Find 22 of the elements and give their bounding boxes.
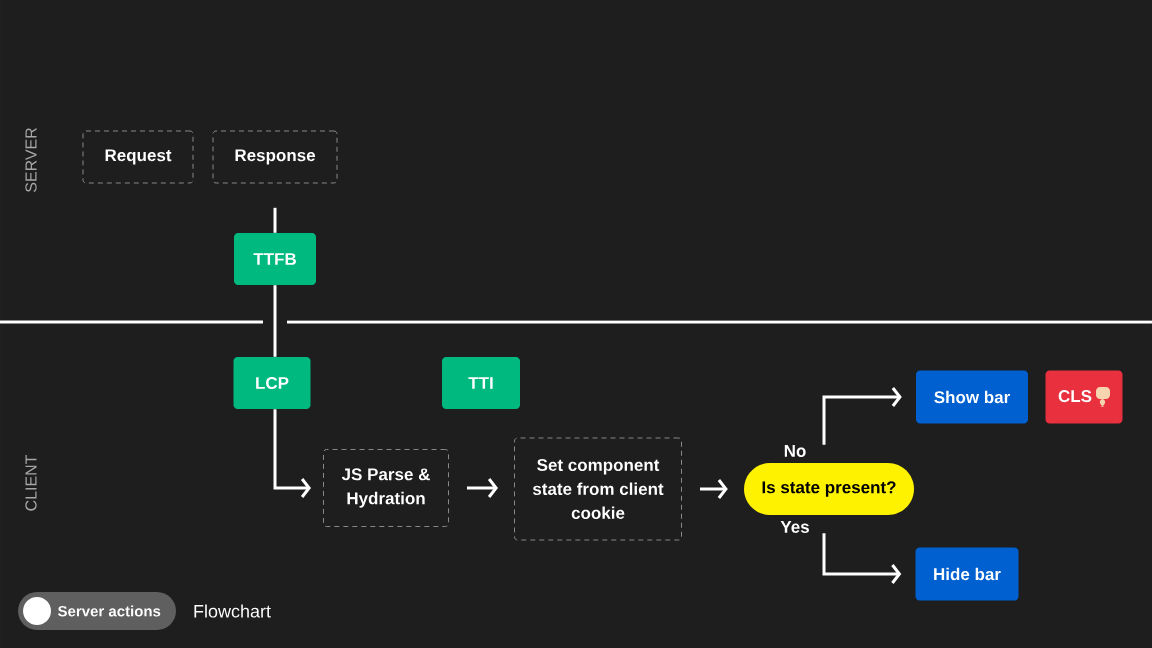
caption-text: Flowchart [194, 604, 271, 618]
metric-badge: LCP [233, 357, 311, 409]
process-box: Set component state from client cookie [514, 437, 682, 541]
action-box: Show bar [916, 370, 1028, 424]
process-box: Request [82, 130, 194, 184]
action-box: Hide bar [915, 547, 1019, 601]
arrow [273, 409, 311, 498]
edge-label: No [782, 444, 808, 458]
metric-badge: CLS [1045, 370, 1123, 424]
arrow [822, 387, 902, 445]
arrow [467, 478, 498, 498]
metric-badge: TTFB [234, 233, 316, 285]
process-box: JS Parse & Hydration [323, 449, 449, 527]
section-label: CLIENT [25, 454, 37, 511]
process-box: Response [212, 130, 338, 184]
arrow [700, 479, 728, 499]
decision-pill: Is state present? [744, 463, 914, 515]
toggle-switch: Server actions [18, 592, 176, 630]
section-label: SERVER [25, 128, 37, 193]
metric-badge: TTI [442, 357, 520, 409]
arrow [822, 533, 902, 584]
edge-label: Yes [779, 520, 811, 534]
